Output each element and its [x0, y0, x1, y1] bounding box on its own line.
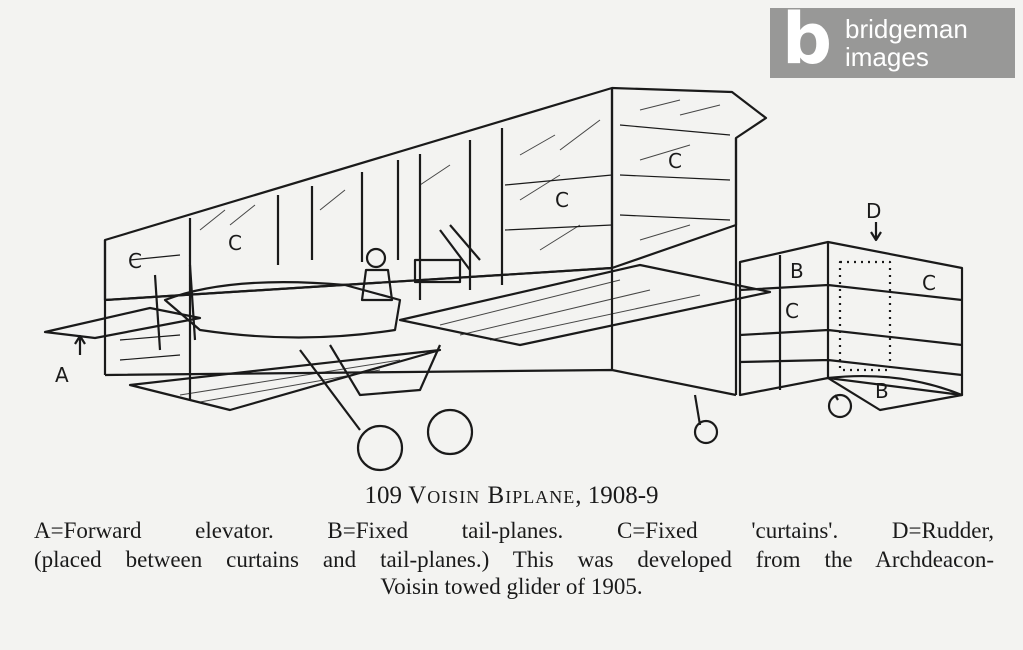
figure-date: , 1908-9	[575, 482, 659, 509]
wing-curtains	[103, 88, 738, 400]
watermark: b bridgeman images	[770, 4, 1015, 78]
watermark-logo: b	[782, 0, 833, 80]
lower-wing	[398, 263, 772, 347]
forward-elevator	[43, 306, 202, 340]
lower-tail-plane	[826, 374, 964, 412]
label-c-3: C	[555, 188, 569, 212]
pilot-head	[365, 247, 387, 269]
rudder	[838, 260, 892, 372]
label-c-2: C	[228, 231, 242, 255]
left-wheel	[356, 424, 404, 472]
front-struts	[153, 264, 197, 351]
label-c-4: C	[668, 149, 682, 173]
label-d: D	[866, 199, 881, 223]
pilot-body	[360, 268, 394, 302]
caption-line-2: (placed between curtains and tail-planes…	[34, 547, 994, 572]
watermark-text-2: images	[845, 42, 929, 72]
engine	[413, 258, 462, 284]
upper-wing	[103, 86, 768, 302]
label-c-6: C	[922, 271, 936, 295]
caption-line-3: Voisin towed glider of 1905.	[380, 574, 643, 599]
tail-box-lines	[739, 242, 963, 390]
lower-wing-left	[128, 348, 442, 412]
nacelle	[163, 281, 402, 339]
figure-title: 109 Voisin Biplane, 1908-9	[0, 482, 1023, 510]
voisin-biplane-drawing: A B B C C C C C C D	[43, 86, 964, 472]
label-a: A	[55, 363, 69, 387]
label-b-lower: B	[875, 379, 889, 403]
figure-number: 109	[364, 482, 402, 509]
landing-gear-struts	[299, 344, 442, 431]
arrow-a-icon	[74, 334, 86, 355]
tail-wheel-rear	[827, 393, 853, 419]
right-wheel	[426, 408, 474, 456]
tail-wheel	[693, 419, 719, 445]
label-c-1: C	[128, 249, 142, 273]
wing-hatching	[199, 99, 721, 251]
propeller	[439, 224, 481, 271]
label-c-5: C	[785, 299, 799, 323]
watermark-text-1: bridgeman	[845, 14, 968, 44]
arrow-d-icon	[870, 222, 882, 242]
caption-line-1: A=Forward elevator. B=Fixed tail-planes.…	[34, 518, 994, 543]
figure-title-text: Voisin Biplane	[408, 482, 576, 509]
lower-wing-hatching	[179, 279, 701, 403]
label-b-upper: B	[790, 259, 804, 283]
tail-wheel-strut	[693, 394, 702, 426]
